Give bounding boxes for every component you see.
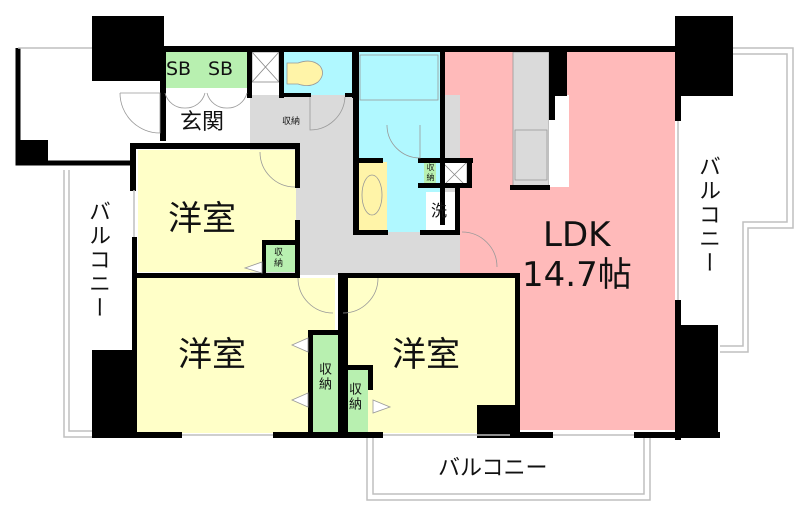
entrance-floor: [163, 88, 248, 143]
balcony-bottom-label: バルコニー: [438, 456, 548, 481]
western-room-2-label: 洋室: [178, 335, 246, 375]
room1-closet-label: 収納: [272, 247, 282, 269]
room1-closet: [265, 245, 295, 272]
hall-storage-label: 収納: [282, 117, 301, 127]
room3-closet-label: 収納: [346, 382, 361, 412]
ldk-size: 14.7帖: [522, 255, 632, 295]
toilet-fixture: [286, 60, 323, 86]
balcony-left-label: バルコニー: [85, 200, 110, 320]
kitchen-counter: [512, 51, 550, 188]
door-swings: [119, 92, 498, 314]
ldk-label: LDK: [543, 215, 611, 255]
room2-closet: [313, 333, 338, 433]
balcony-outlines: [63, 47, 794, 501]
western-room-3-label: 洋室: [392, 335, 460, 375]
closet-door-markers: [243, 261, 392, 414]
western-room-2-floor: [135, 278, 335, 433]
shoebox-2-label: SB: [208, 58, 234, 80]
bathroom: [357, 52, 442, 162]
shoebox-1: [163, 50, 205, 88]
walls: [92, 16, 733, 440]
washer-label: 洗: [431, 201, 448, 220]
vanity: [357, 162, 387, 232]
shoebox-1-label: SB: [166, 58, 192, 80]
entrance-label: 玄関: [180, 110, 225, 135]
wash-storage-label: 収納: [426, 163, 435, 183]
balcony-right-label: バルコニー: [695, 155, 720, 275]
shoebox-2: [205, 50, 247, 88]
room2-closet-label: 収納: [316, 362, 331, 392]
windows: [133, 121, 679, 436]
western-room-1-label: 洋室: [168, 199, 236, 239]
wash-storage: [424, 162, 436, 185]
